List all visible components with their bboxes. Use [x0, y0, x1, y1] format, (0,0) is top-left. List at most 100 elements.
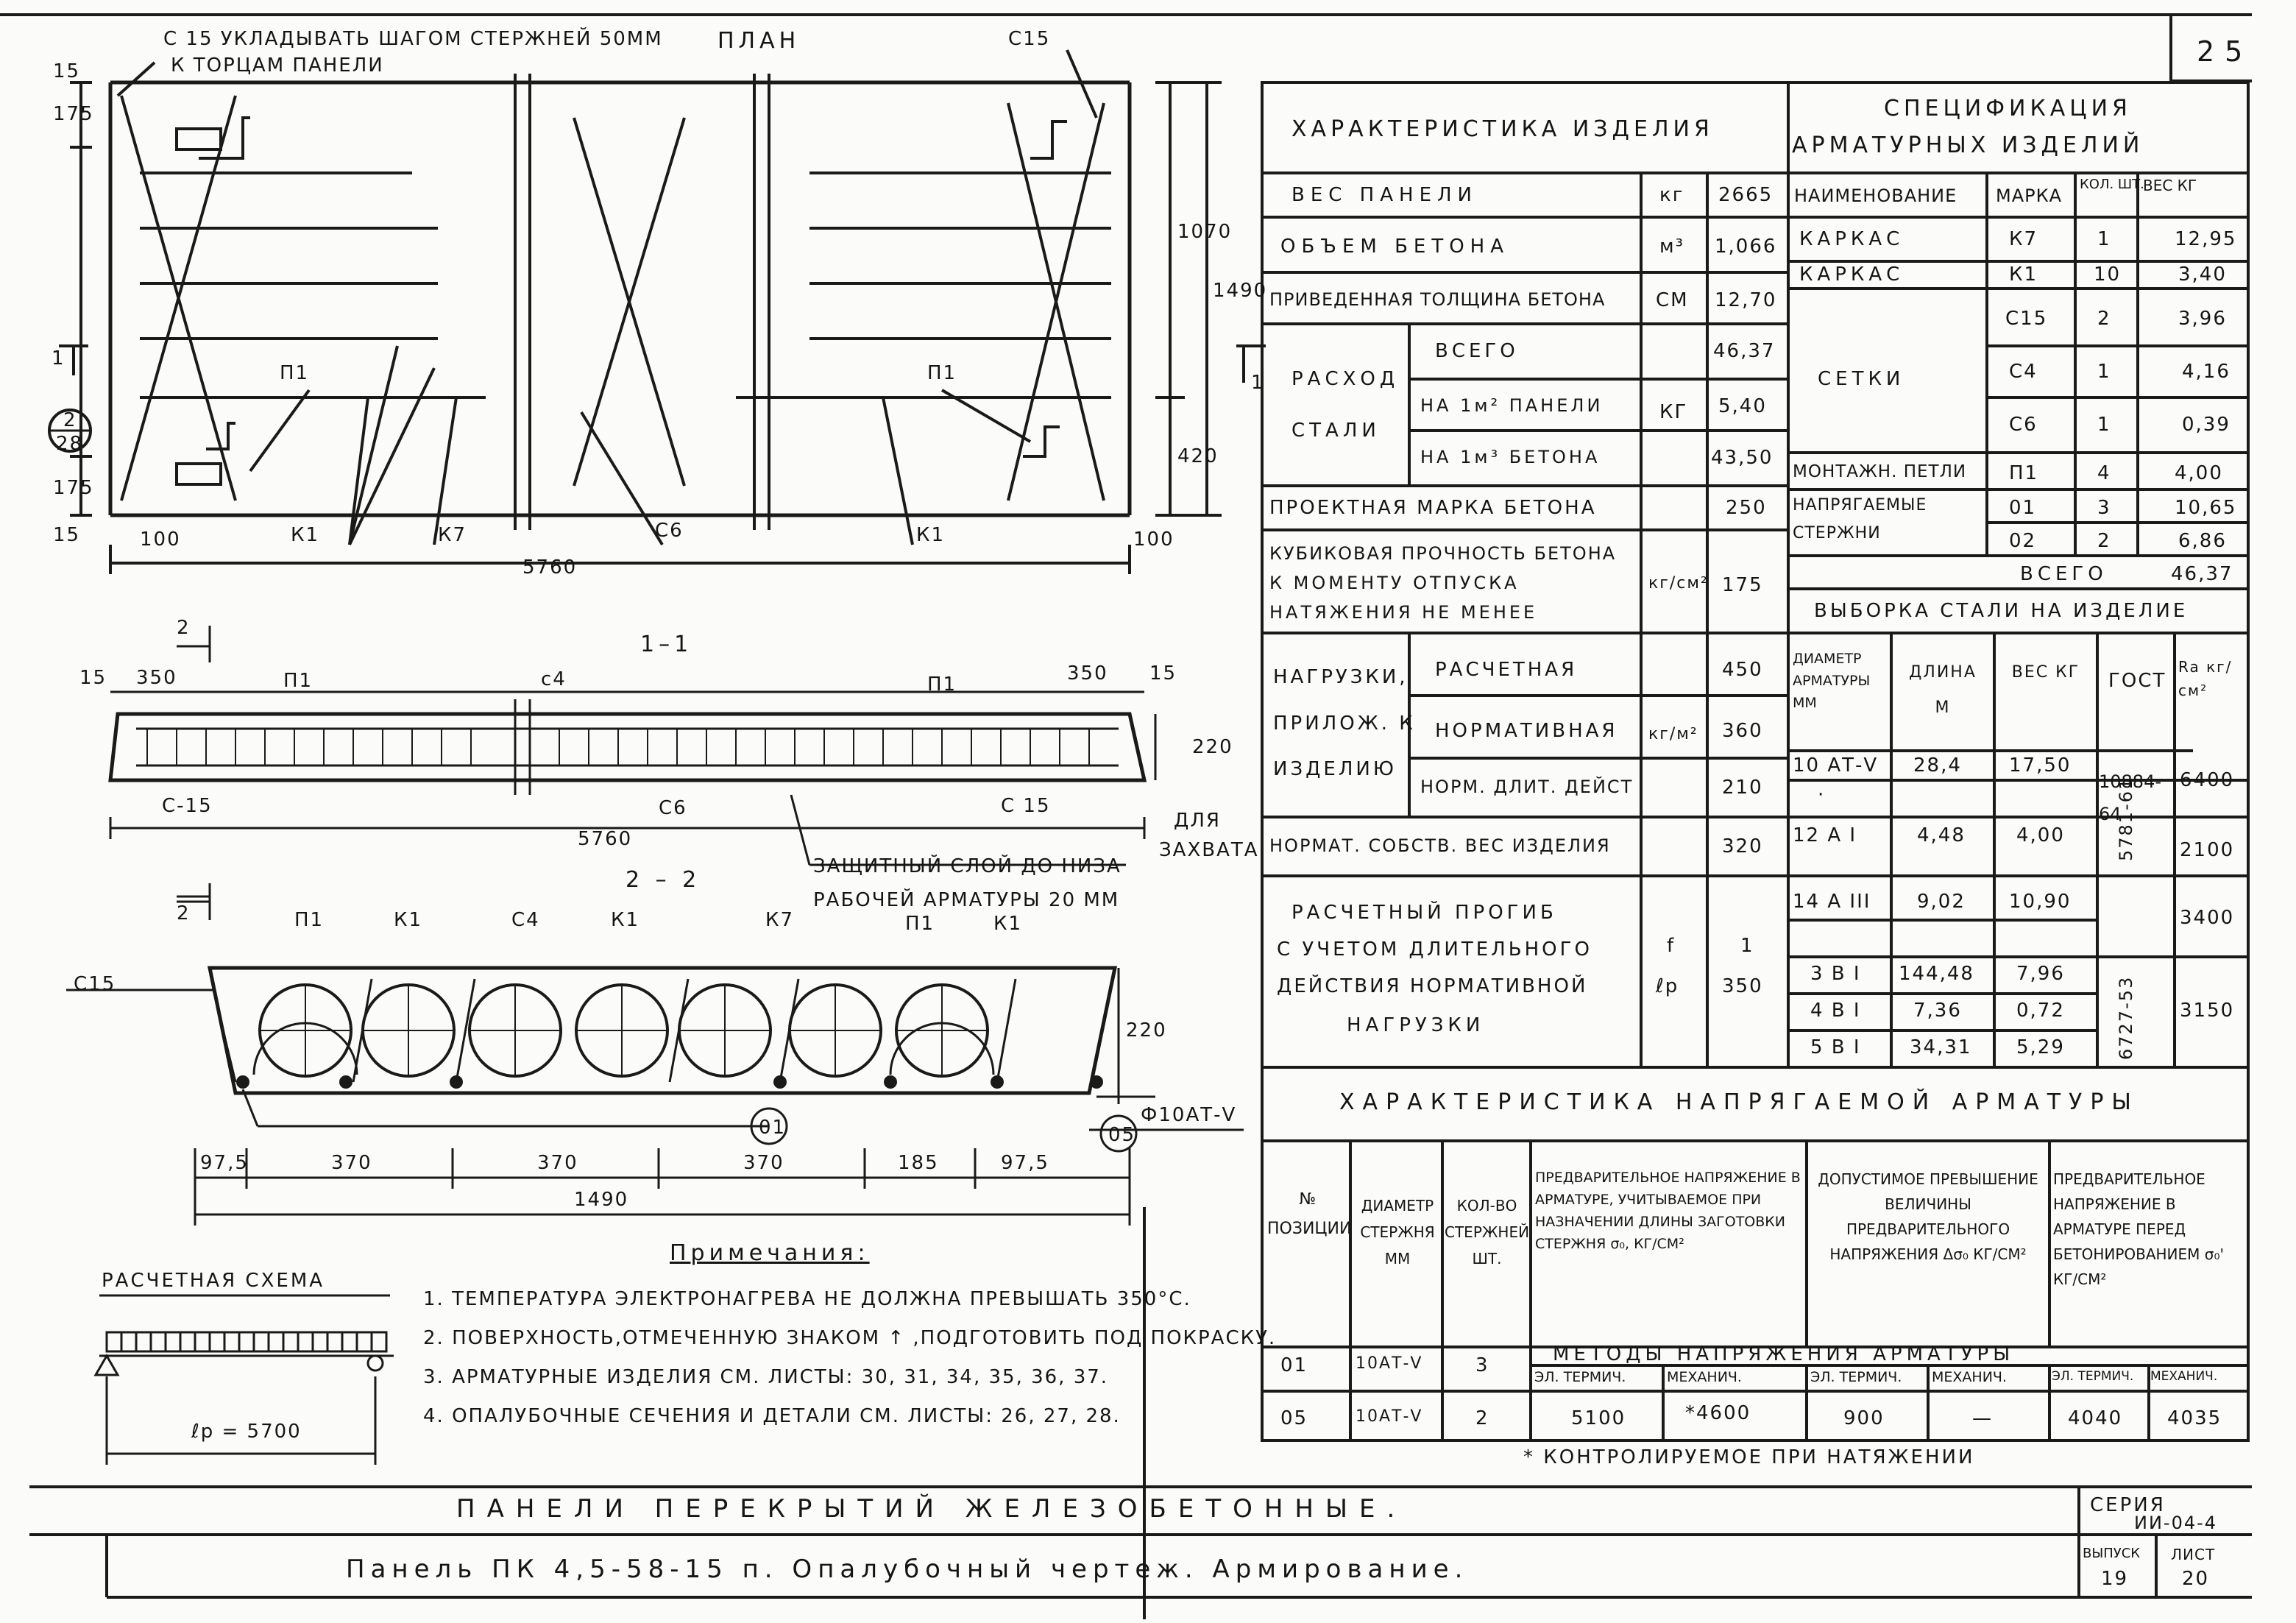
spec-header-weight: ВЕС КГ	[2143, 177, 2197, 194]
spec-row-mark-6: 01	[2009, 497, 2037, 519]
tension-row-d-0: 10АТ-V	[1356, 1354, 1423, 1373]
grade-value: 250	[1726, 497, 1767, 519]
spec-row-weight-4: 0,39	[2182, 414, 2231, 436]
spec-row-qty-7: 2	[2097, 530, 2111, 552]
load-row-value-0: 450	[1722, 659, 1763, 681]
self-weight-value: 320	[1722, 835, 1763, 858]
section-2-2	[66, 900, 1244, 1226]
section11-c4: с4	[541, 668, 567, 690]
section22-dim-370-2: 370	[537, 1152, 578, 1174]
cube-label-3: НАТЯЖЕНИЯ НЕ МЕНЕЕ	[1269, 602, 1538, 623]
defl-value-num: 1	[1740, 935, 1754, 957]
section22-dim-97-left: 97,5	[200, 1152, 249, 1174]
steel-row-label-0: ВСЕГО	[1435, 340, 1519, 362]
series-label: СЕРИЯ	[2090, 1494, 2166, 1516]
tension-header-pos: № ПОЗИЦИИ	[1267, 1190, 1352, 1238]
plan-note-line2: К ТОРЦАМ ПАНЕЛИ	[171, 54, 384, 77]
defl-label-4: НАГРУЗКИ	[1347, 1014, 1485, 1036]
defl-label-2: С УЧЕТОМ ДЛИТЕЛЬНОГО	[1277, 938, 1592, 961]
spec-row-qty-3: 1	[2097, 361, 2111, 383]
steel-ra-4: 3150	[2180, 1000, 2235, 1022]
cube-label-1: КУБИКОВАЯ ПРОЧНОСТЬ БЕТОНА	[1269, 543, 1617, 564]
spec-row-name-5: МОНТАЖН. ПЕТЛИ	[1793, 462, 1967, 481]
plan-dim-1070: 1070	[1177, 221, 1233, 243]
scheme-span: ℓр = 5700	[191, 1421, 302, 1443]
steel-header-len: ДЛИНА М	[1909, 663, 1977, 717]
plan-section-mark-right: 1	[1251, 372, 1265, 394]
section11-mark-bottom: 2	[177, 902, 191, 924]
load-unit: кг/м²	[1648, 725, 1698, 743]
steel-label-2: СТАЛИ	[1292, 420, 1381, 442]
tension-sub-4: ЭЛ. ТЕРМИЧ.	[2052, 1369, 2134, 1384]
steel-unit: КГ	[1659, 401, 1688, 423]
section11-title: 1–1	[640, 632, 693, 657]
char-row-label-0: ВЕС ПАНЕЛИ	[1292, 184, 1478, 206]
section22-pos-01: 01	[759, 1117, 787, 1139]
spec-title-1: СПЕЦИФИКАЦИЯ	[1884, 96, 2132, 121]
tension-row-v-5: 4035	[2167, 1407, 2222, 1429]
spec-row-weight-3: 4,16	[2182, 361, 2231, 383]
plan-note-line1: С 15 УКЛАДЫВАТЬ ШАГОМ СТЕРЖНЕЙ 50ММ	[163, 28, 663, 50]
steel-row-value-1: 5,40	[1718, 395, 1767, 417]
section22-label-k1-3: К1	[993, 913, 1023, 935]
plan-k1-left-label: К1	[291, 524, 320, 546]
steel-ra-3: 3400	[2180, 907, 2235, 929]
calc-scheme	[93, 1294, 394, 1465]
steel-gost-1: 10884-64	[2099, 771, 2162, 824]
tension-header-allow: ДОПУСТИМОЕ ПРЕВЫШЕНИЕ ВЕЛИЧИНЫ ПРЕДВАРИТ…	[1818, 1170, 2038, 1263]
spec-row-name-1: КАРКАС	[1799, 264, 1905, 286]
tension-header-before: ПРЕДВАРИТЕЛЬНОЕ НАПРЯЖЕНИЕ В АРМАТУРЕ ПЕ…	[2053, 1170, 2224, 1288]
tension-row-n-0: 3	[1475, 1354, 1489, 1376]
tension-title: ХАРАКТЕРИСТИКА НАПРЯГАЕМОЙ АРМАТУРЫ	[1339, 1089, 2139, 1115]
tension-sub-0: ЭЛ. ТЕРМИЧ.	[1534, 1369, 1626, 1385]
tension-footnote: * КОНТРОЛИРУЕМОЕ ПРИ НАТЯЖЕНИИ	[1523, 1446, 1975, 1468]
tension-row-n-1: 2	[1475, 1407, 1489, 1429]
steel-ra-1: 6400	[2180, 769, 2235, 791]
tables-grid	[29, 81, 2252, 1619]
steel-row-d-5: 3 В I	[1810, 963, 1861, 985]
steel-label-1: РАСХОД	[1292, 368, 1400, 390]
section22-label-c4: С4	[511, 909, 540, 931]
plan-dim-1490: 1490	[1213, 280, 1268, 302]
section22-label-k1-1: К1	[394, 909, 423, 931]
steel-row-w-0: 17,50	[2009, 754, 2072, 777]
spec-row-weight-2: 3,96	[2178, 308, 2227, 330]
section11-p1-left: П1	[283, 670, 313, 692]
section22-label-k1-2: К1	[611, 909, 640, 931]
section11-dim-15-right: 15	[1149, 662, 1177, 685]
tension-row-pos-0: 01	[1280, 1354, 1308, 1376]
section22-label-p1-1: П1	[294, 909, 325, 931]
spec-row-mark-4: С6	[2009, 414, 2038, 436]
steel-row-len-2: 4,48	[1917, 824, 1966, 846]
spec-row-qty-6: 3	[2097, 497, 2111, 519]
scheme-title: РАСЧЕТНАЯ СХЕМА	[102, 1270, 325, 1292]
tension-row-v-1: *4600	[1685, 1402, 1751, 1424]
section22-dim-total: 1490	[574, 1189, 629, 1211]
tension-row-v-3: —	[1972, 1407, 1993, 1429]
sheet-label: ЛИСТ	[2171, 1546, 2216, 1563]
steel-row-label-2: НА 1м³ БЕТОНА	[1420, 447, 1601, 467]
steel-row-d-2: 12 А I	[1793, 824, 1857, 846]
load-row-value-2: 210	[1722, 777, 1763, 799]
section11-note-cover-1: ЗАЩИТНЫЙ СЛОЙ ДО НИЗА	[813, 855, 1122, 877]
plan-section-mark-left: 1	[52, 347, 65, 369]
section22-dim-370-3: 370	[743, 1152, 784, 1174]
steel-header-weight: ВЕС КГ	[2011, 663, 2080, 682]
section11-c15-left: С-15	[162, 795, 213, 817]
section22-c15: С15	[74, 973, 116, 995]
section11-p1-right: П1	[927, 673, 957, 696]
load-row-value-1: 360	[1722, 720, 1763, 742]
defl-unit-num: f	[1667, 935, 1676, 957]
char-row-unit-2: СМ	[1656, 289, 1689, 311]
tension-header-pre: ПРЕДВАРИТЕЛЬНОЕ НАПРЯЖЕНИЕ В АРМАТУРЕ, У…	[1535, 1170, 1801, 1252]
load-label-3: ИЗДЕЛИЮ	[1273, 758, 1397, 780]
grade-label: ПРОЕКТНАЯ МАРКА БЕТОНА	[1269, 497, 1597, 519]
spec-row-mark-5: П1	[2009, 462, 2039, 484]
section22-title: 2 – 2	[626, 867, 701, 893]
tension-sub-1: МЕХАНИЧ.	[1667, 1369, 1742, 1385]
spec-title-2: АРМАТУРНЫХ ИЗДЕЛИЙ	[1792, 132, 2144, 158]
steel-row-w-6: 0,72	[2016, 1000, 2065, 1022]
plan-dim-15-bottom: 15	[53, 524, 81, 546]
steel-header-ra: Ra кг/см²	[2178, 658, 2233, 699]
